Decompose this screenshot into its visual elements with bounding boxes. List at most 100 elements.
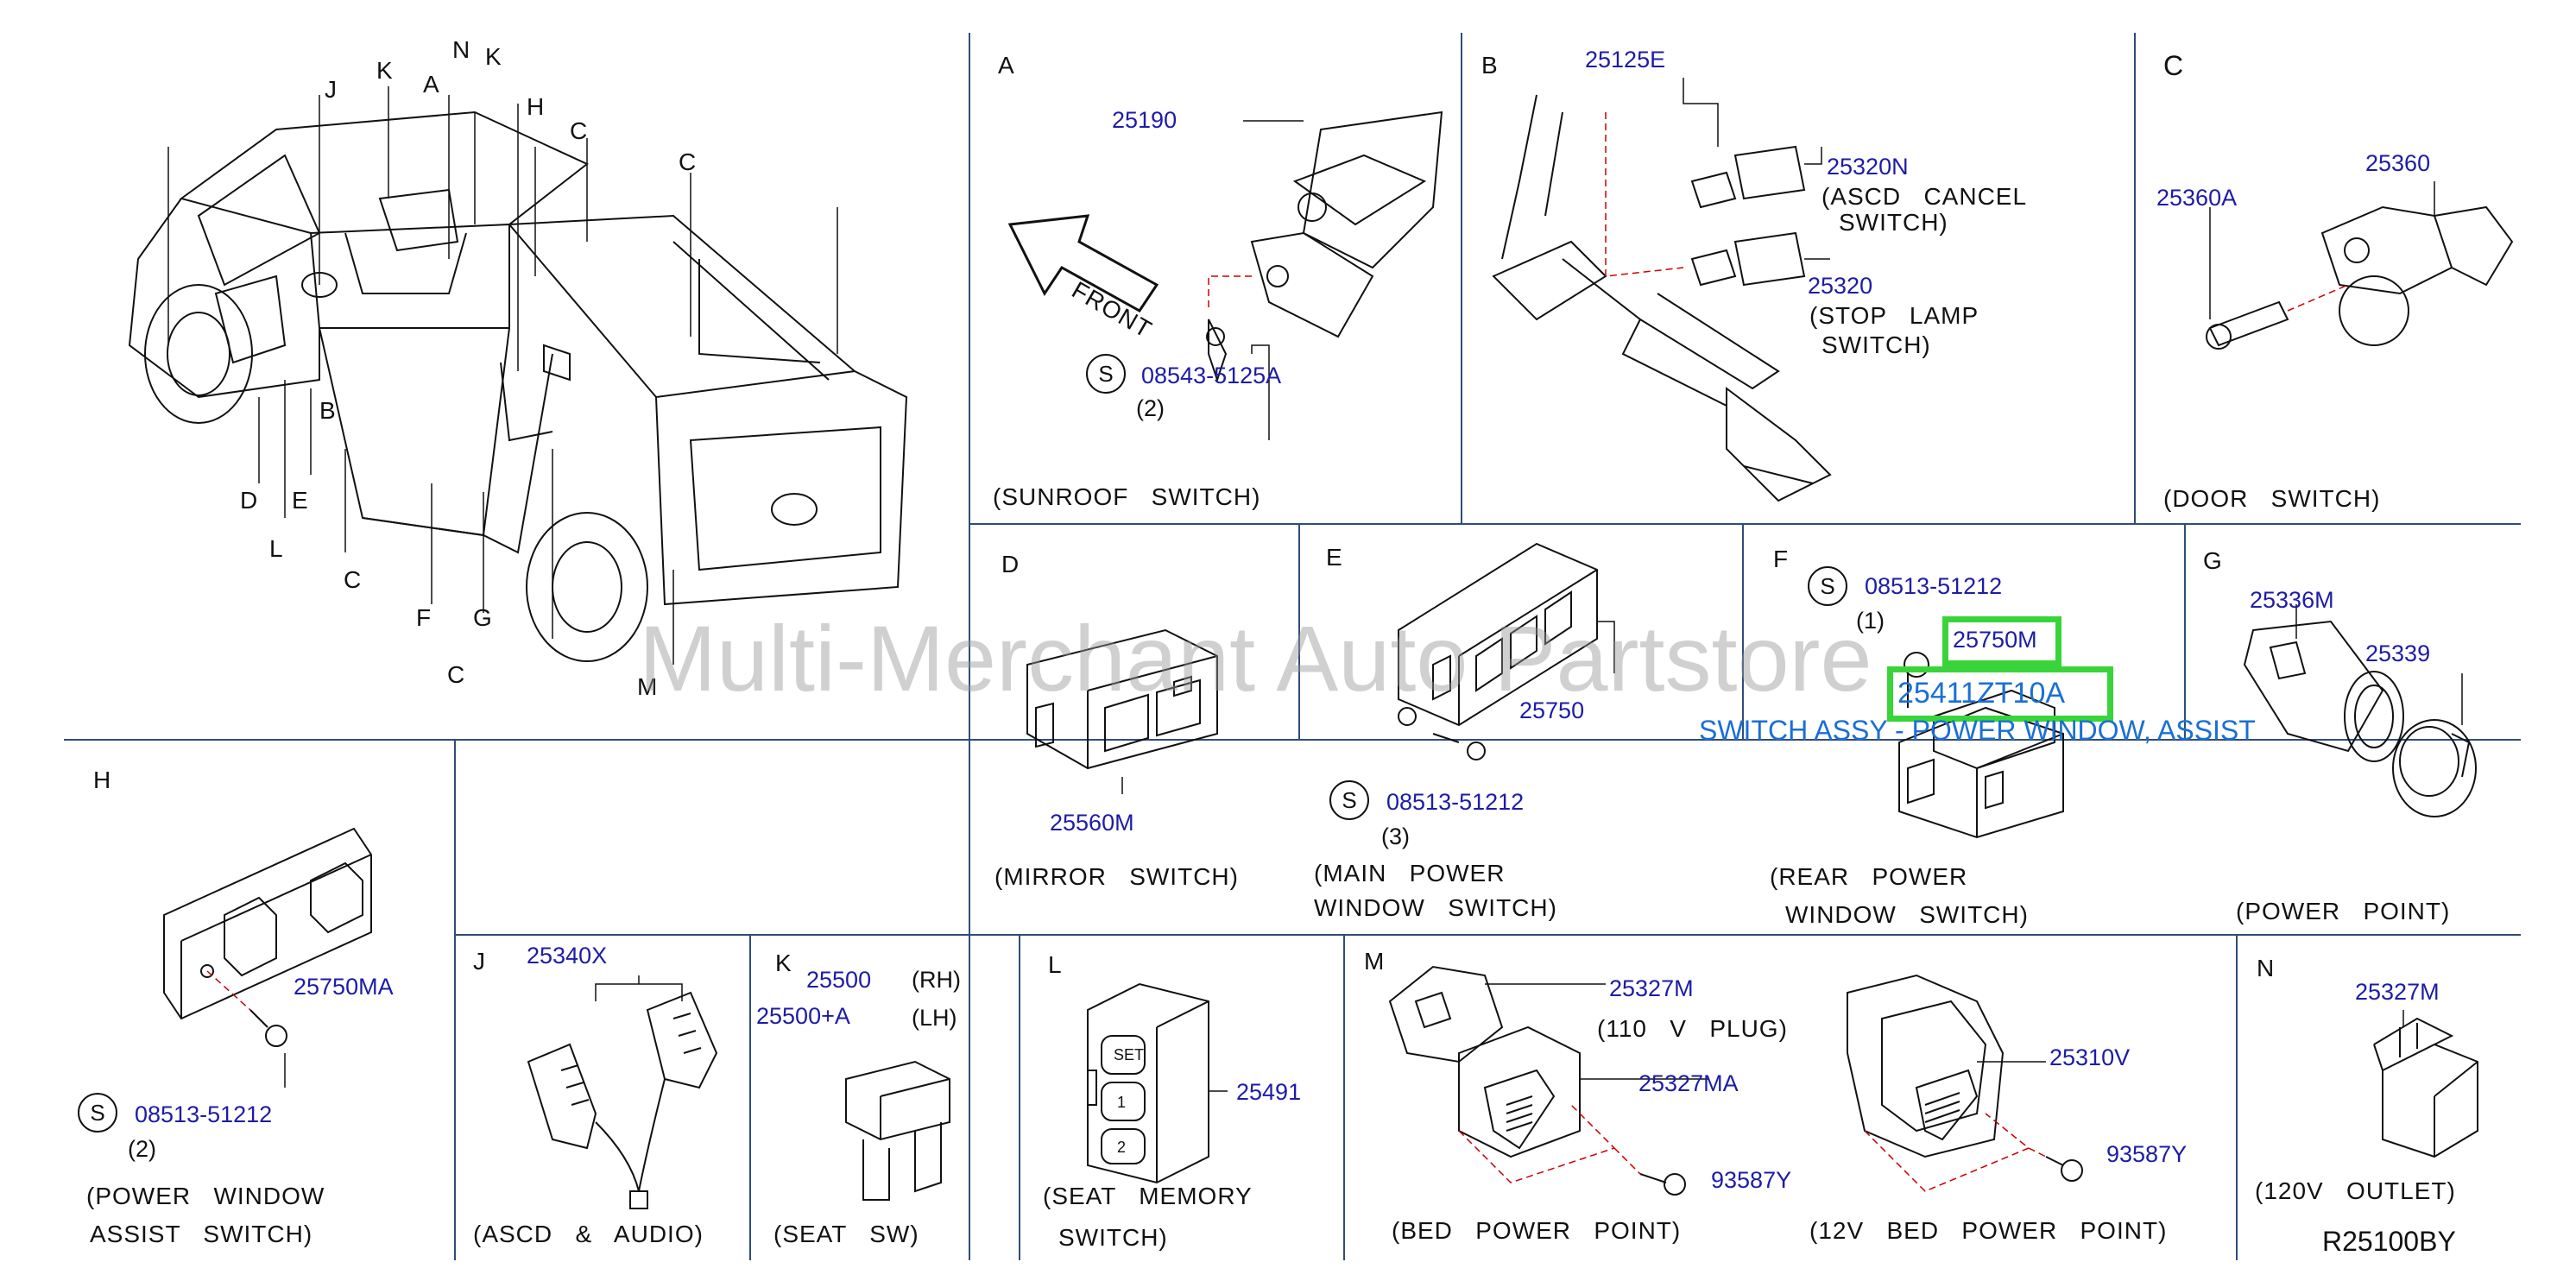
caption-seat-memory: (SEAT MEMORY [1043, 1183, 1253, 1209]
callout-letter: G [473, 604, 492, 631]
callout-letter: N [452, 36, 470, 63]
svg-text:2: 2 [1117, 1139, 1126, 1156]
diagram-code: R25100BY [2322, 1226, 2456, 1257]
grid-line [2134, 33, 2136, 523]
quantity: (1) [1856, 608, 1885, 634]
desc-ascd-cancel: (ASCD CANCEL [1822, 183, 2028, 210]
caption-rear-power: (REAR POWER [1770, 863, 1968, 890]
caption-bed-power-point: (BED POWER POINT) [1392, 1217, 1682, 1244]
caption-12v-bed-power-point: (12V BED POWER POINT) [1809, 1217, 2168, 1244]
part-number-25310V: 25310V [2049, 1044, 2131, 1070]
cell-k-letter: K [775, 950, 792, 976]
caption-switch: SWITCH) [1058, 1224, 1168, 1251]
caption-mirror-switch: (MIRROR SWITCH) [994, 863, 1239, 890]
grid-line [1461, 33, 1462, 523]
lh-label: (LH) [912, 1005, 957, 1031]
rh-label: (RH) [912, 967, 961, 993]
highlight-part-description: SWITCH ASSY - POWER WINDOW, ASSIST [1699, 715, 2256, 746]
s-symbol: S [1808, 566, 1847, 606]
caption-assist-switch: ASSIST SWITCH) [90, 1221, 313, 1247]
part-number-25500: 25500 [806, 967, 872, 993]
callout-letter: H [527, 93, 545, 120]
callout-letter: K [485, 43, 502, 70]
highlight-box-25750M [1942, 616, 2061, 666]
cell-d-letter: D [1001, 551, 1020, 577]
caption-seat-sw: (SEAT SW) [773, 1221, 919, 1247]
callout-letter: A [423, 71, 439, 98]
part-number-25750MA: 25750MA [294, 974, 394, 1000]
part-number-25750M: 25750M [1953, 627, 2037, 653]
s-symbol: S [78, 1093, 117, 1133]
part-number-25125E: 25125E [1585, 47, 1666, 73]
door-switch-illustration [2193, 164, 2538, 371]
callout-letter: B [319, 397, 336, 424]
callout-letter: K [376, 57, 393, 84]
grid-line [454, 739, 456, 1260]
caption-power-point: (POWER POINT) [2236, 898, 2451, 924]
callout-letter: E [292, 487, 308, 514]
120v-outlet-illustration [2365, 1010, 2486, 1157]
part-number-25320N: 25320N [1827, 154, 1909, 180]
desc-stop-lamp-switch: SWITCH) [1822, 331, 1931, 358]
grid-line [64, 739, 2521, 741]
part-number-25190: 25190 [1112, 107, 1178, 133]
part-number-25339: 25339 [2365, 640, 2431, 666]
grid-line [1742, 523, 1744, 739]
quantity: (2) [1136, 395, 1165, 421]
plug-label: (110 V PLUG) [1597, 1015, 1788, 1042]
cell-j-letter: J [473, 948, 485, 975]
cell-m-letter: M [1364, 948, 1385, 975]
callout-letter: C [570, 117, 588, 144]
seat-memory-switch-illustration: SET 1 2 [1079, 975, 1234, 1183]
cell-g-letter: G [2203, 547, 2222, 574]
part-number-25320: 25320 [1808, 273, 1873, 299]
svg-text:SET: SET [1114, 1046, 1144, 1063]
cell-n-letter: N [2257, 955, 2275, 981]
cell-a-letter: A [998, 52, 1014, 79]
caption-main-power: (MAIN POWER [1314, 860, 1506, 887]
part-number-25327M: 25327M [2355, 979, 2440, 1005]
grid-line [969, 523, 2521, 525]
seat-switch-illustration [829, 1053, 967, 1208]
part-number-25411ZT10A[interactable]: 25411ZT10A [1897, 677, 2066, 710]
part-number-25360A: 25360A [2156, 185, 2238, 211]
highlight-box-25411ZT10A[interactable] [1887, 666, 2113, 722]
caption-power-window: (POWER WINDOW [86, 1183, 325, 1209]
callout-letter: C [344, 566, 362, 593]
12v-bed-power-point-illustration [1830, 967, 2158, 1200]
part-number-25327M: 25327M [1609, 975, 1694, 1001]
truck-overview-illustration [104, 69, 932, 708]
svg-text:1: 1 [1117, 1094, 1126, 1111]
part-number-25360: 25360 [2365, 150, 2431, 176]
quantity: (3) [1381, 824, 1410, 849]
part-number-08513-51212: 08513-51212 [135, 1101, 273, 1127]
bed-power-point-illustration [1381, 958, 1778, 1200]
callout-letter: J [325, 76, 337, 103]
mirror-switch-illustration [1019, 613, 1243, 803]
cell-f-letter: F [1773, 546, 1789, 572]
part-number-25750: 25750 [1519, 697, 1585, 723]
part-number-08543-5125A: 08543-5125A [1141, 363, 1282, 388]
part-number-25491: 25491 [1236, 1079, 1302, 1105]
callout-letter: F [416, 604, 432, 631]
ascd-audio-switch-illustration [518, 975, 725, 1208]
desc-ascd-cancel-switch: SWITCH) [1839, 209, 1948, 236]
cell-l-letter: L [1048, 951, 1062, 978]
part-number-25340X: 25340X [527, 943, 608, 969]
s-symbol: S [1329, 780, 1369, 820]
part-number-08513-51212: 08513-51212 [1386, 789, 1525, 815]
part-number-08513-51212: 08513-51212 [1865, 573, 2003, 599]
part-number-25560M: 25560M [1050, 810, 1134, 836]
grid-line [1343, 934, 1345, 1260]
power-point-illustration [2236, 604, 2495, 837]
part-number-25500-A: 25500+A [756, 1003, 850, 1029]
caption-door-switch: (DOOR SWITCH) [2163, 485, 2381, 512]
s-symbol: S [1086, 354, 1126, 394]
caption-ascd-audio: (ASCD & AUDIO) [473, 1221, 704, 1247]
power-window-assist-switch-illustration [155, 794, 397, 1088]
rear-power-window-switch-illustration [1882, 639, 2089, 837]
callout-letter: C [447, 661, 465, 688]
caption-window-switch: WINDOW SWITCH) [1785, 901, 2029, 928]
sunroof-switch-illustration [993, 78, 1442, 423]
grid-line [749, 934, 751, 1260]
